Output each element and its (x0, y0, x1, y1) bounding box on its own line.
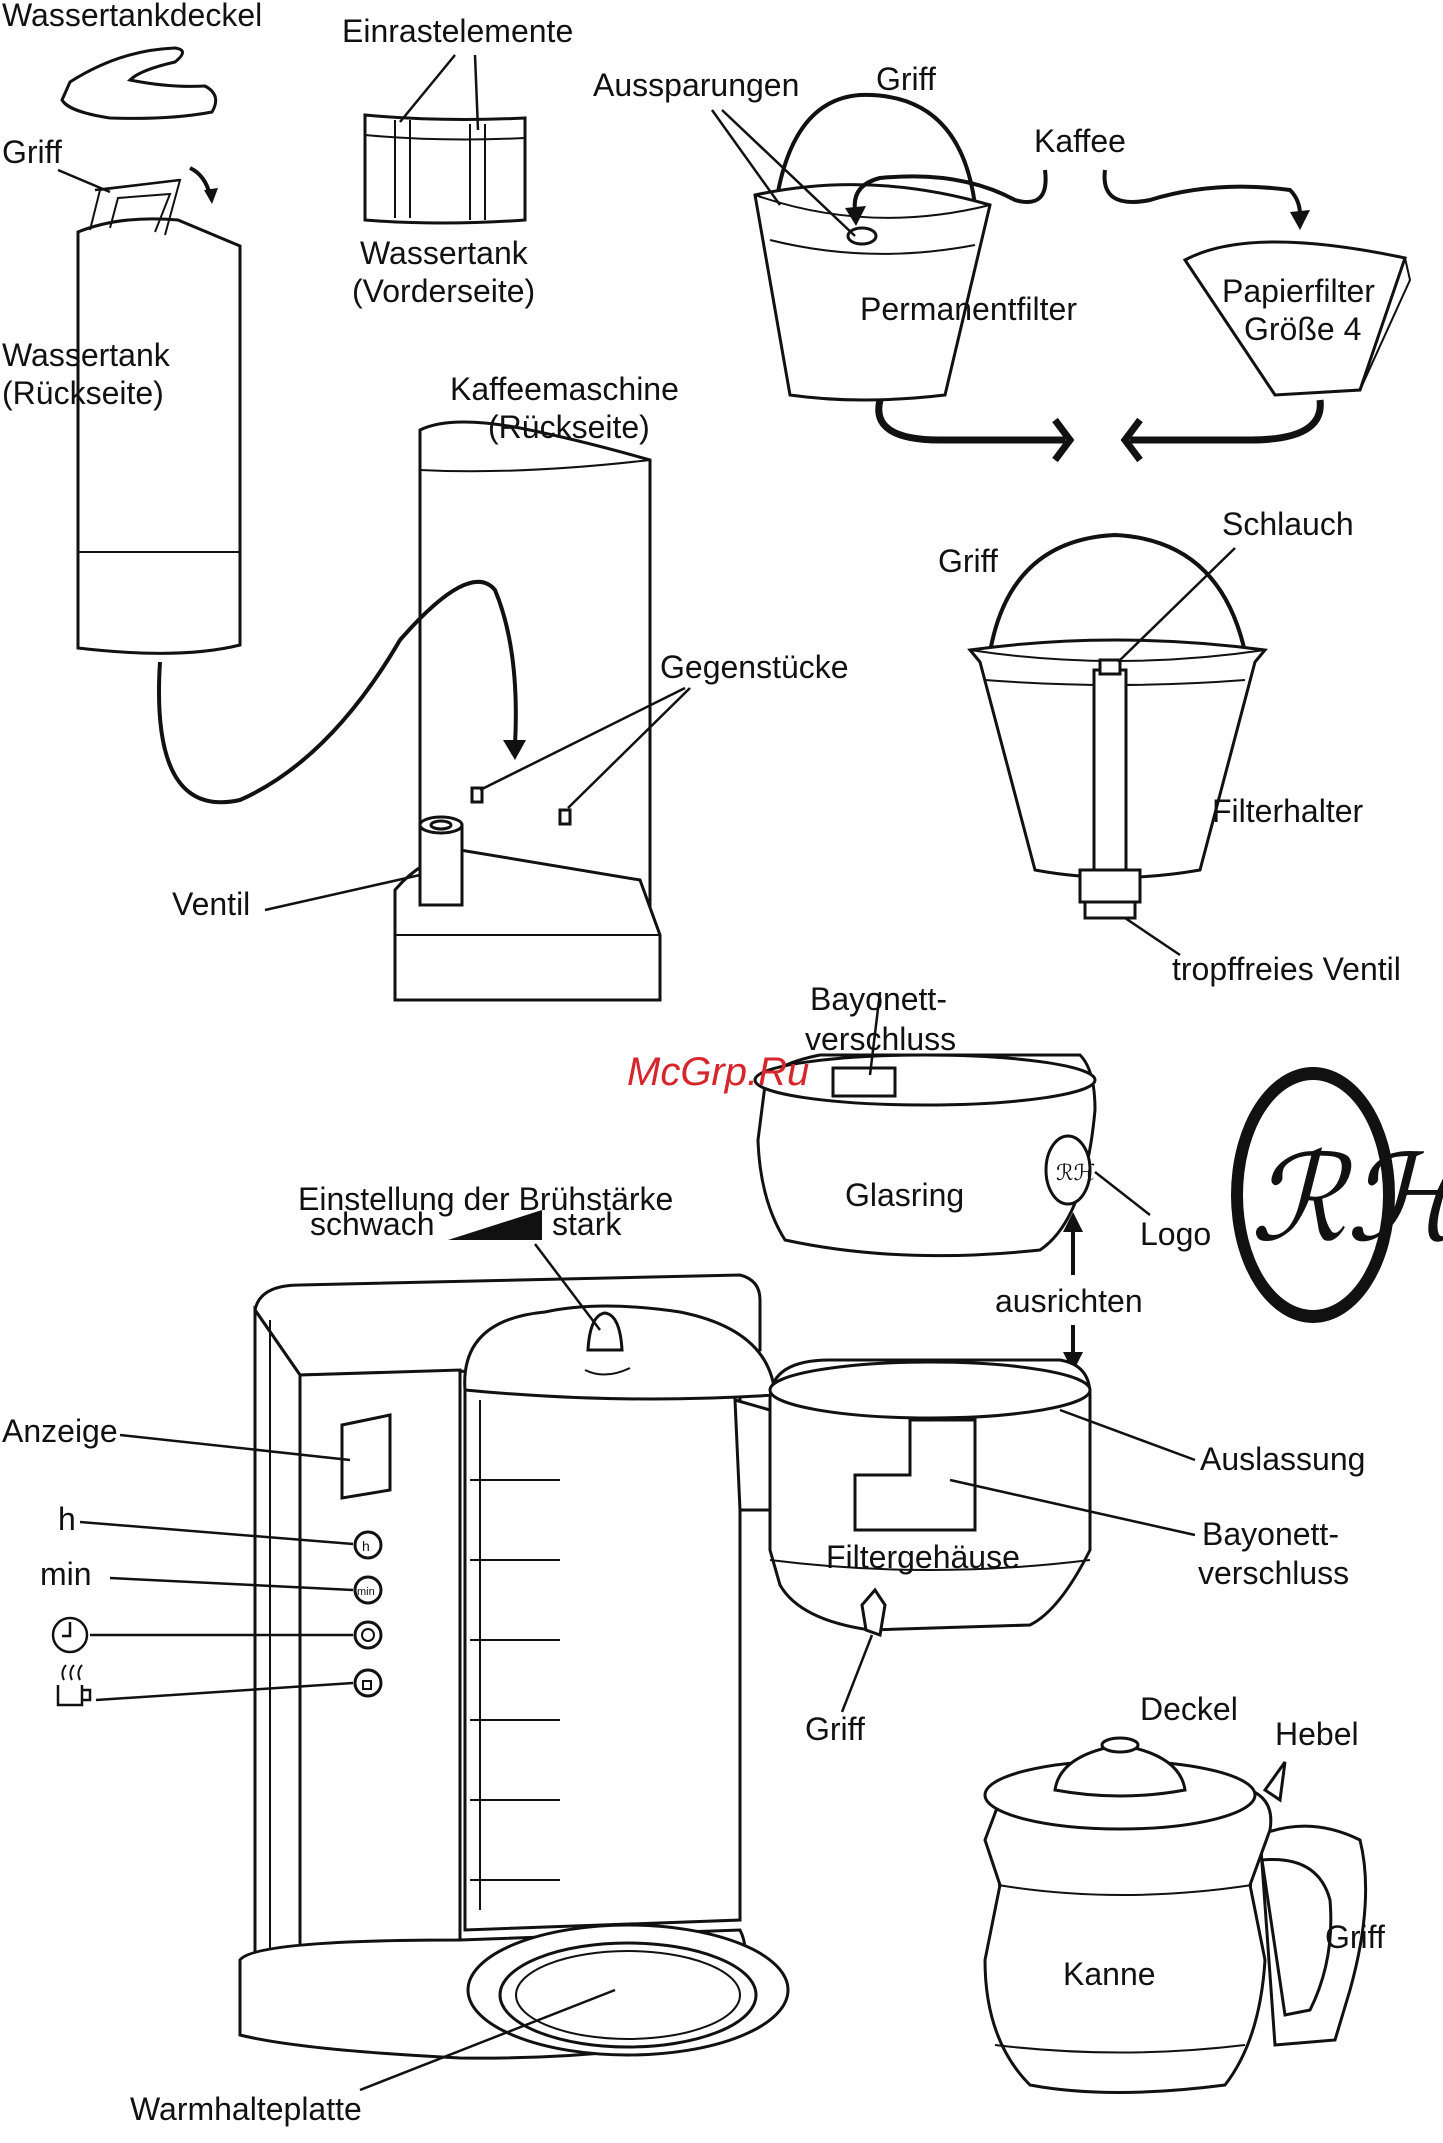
glass-ring: ℛℋ (753, 1053, 1097, 1258)
label-kanne: Kanne (1063, 1956, 1156, 1992)
coffee-machine-front: h min (238, 1273, 790, 2060)
label-permanentfilter: Permanentfilter (860, 291, 1077, 327)
label-wassertankdeckel: Wassertankdeckel (2, 0, 262, 33)
label-wassertank-rueckseite-2: (Rückseite) (2, 375, 164, 411)
monogram-logo-icon (1044, 1134, 1092, 1206)
label-kaffee: Kaffee (1034, 123, 1126, 159)
paper-filter (1182, 240, 1412, 397)
label-warmhalteplatte: Warmhalteplatte (130, 2091, 362, 2127)
carafe (983, 1736, 1368, 2094)
filter-holder (967, 532, 1268, 920)
label-ausrichten: ausrichten (995, 1283, 1143, 1319)
label-wassertank-rueckseite-1: Wassertank (2, 337, 171, 373)
label-min: min (40, 1556, 92, 1592)
label-schwach: schwach (310, 1206, 435, 1242)
clock-icon (51, 1616, 89, 1654)
label-gegenstuecke: Gegenstücke (660, 649, 849, 685)
label-griff-filterhalter: Griff (938, 543, 998, 579)
label-wassertank-vorderseite-1: Wassertank (360, 235, 529, 271)
permanent-filter (753, 92, 992, 402)
water-tank-front-detail (363, 113, 527, 225)
label-filterhalter: Filterhalter (1212, 793, 1364, 829)
label-bayonett-gehaeuse-2: verschluss (1198, 1555, 1349, 1591)
label-papierfilter-1: Papierfilter (1222, 273, 1375, 309)
label-logo: Logo (1140, 1216, 1211, 1252)
label-deckel: Deckel (1140, 1691, 1238, 1727)
label-wassertank-vorderseite-2: (Vorderseite) (352, 273, 535, 309)
label-bayonett-glasring-2: verschluss (805, 1021, 956, 1057)
label-schlauch: Schlauch (1222, 506, 1354, 542)
label-h: h (58, 1501, 76, 1537)
water-tank-lid (60, 46, 218, 120)
min-button[interactable] (353, 1575, 383, 1605)
brew-strength-knob[interactable] (586, 1311, 624, 1352)
svg-text:h: h (362, 1538, 370, 1554)
large-monogram-logo: ℛℋ (1231, 1067, 1443, 1323)
svg-text:ℛℋ: ℛℋ (1250, 1130, 1443, 1269)
label-papierfilter-2: Größe 4 (1244, 311, 1361, 347)
label-griff-kanne: Griff (1325, 1919, 1385, 1955)
label-aussparungen: Aussparungen (593, 67, 799, 103)
label-griff-tank: Griff (2, 134, 62, 170)
steam-cup-icon (56, 1664, 92, 1707)
label-ventil: Ventil (172, 886, 250, 922)
label-filtergehaeuse: Filtergehäuse (826, 1539, 1020, 1575)
label-einrastelemente: Einrastelemente (342, 13, 573, 49)
watermark: McGrp.Ru (627, 1050, 809, 1094)
svg-text:ℛℋ: ℛℋ (1056, 1160, 1095, 1185)
label-anzeige: Anzeige (2, 1413, 118, 1449)
label-tropffreies-ventil: tropffreies Ventil (1172, 951, 1401, 987)
label-glasring: Glasring (845, 1177, 964, 1213)
label-stark: stark (552, 1206, 622, 1242)
h-button[interactable] (353, 1530, 383, 1560)
water-tank-back (76, 166, 242, 655)
label-einstellung: Einstellung der Brühstärke (298, 1181, 673, 1217)
svg-text:min: min (357, 1586, 375, 1598)
label-kaffeemaschine-1: Kaffeemaschine (450, 371, 679, 407)
label-hebel: Hebel (1275, 1716, 1359, 1752)
label-bayonett-gehaeuse-1: Bayonett- (1202, 1516, 1339, 1552)
keep-warm-button[interactable] (353, 1668, 383, 1698)
display-panel (340, 1413, 392, 1500)
label-kaffeemaschine-2: (Rückseite) (488, 409, 650, 445)
clock-button[interactable] (353, 1620, 383, 1650)
label-griff-permanent: Griff (876, 61, 936, 97)
strength-wedge-icon (448, 1210, 542, 1240)
label-auslassung: Auslassung (1200, 1441, 1365, 1477)
coffee-machine-back (393, 420, 662, 1002)
filter-housing (768, 1358, 1092, 1638)
label-griff-gehaeuse: Griff (805, 1711, 865, 1747)
